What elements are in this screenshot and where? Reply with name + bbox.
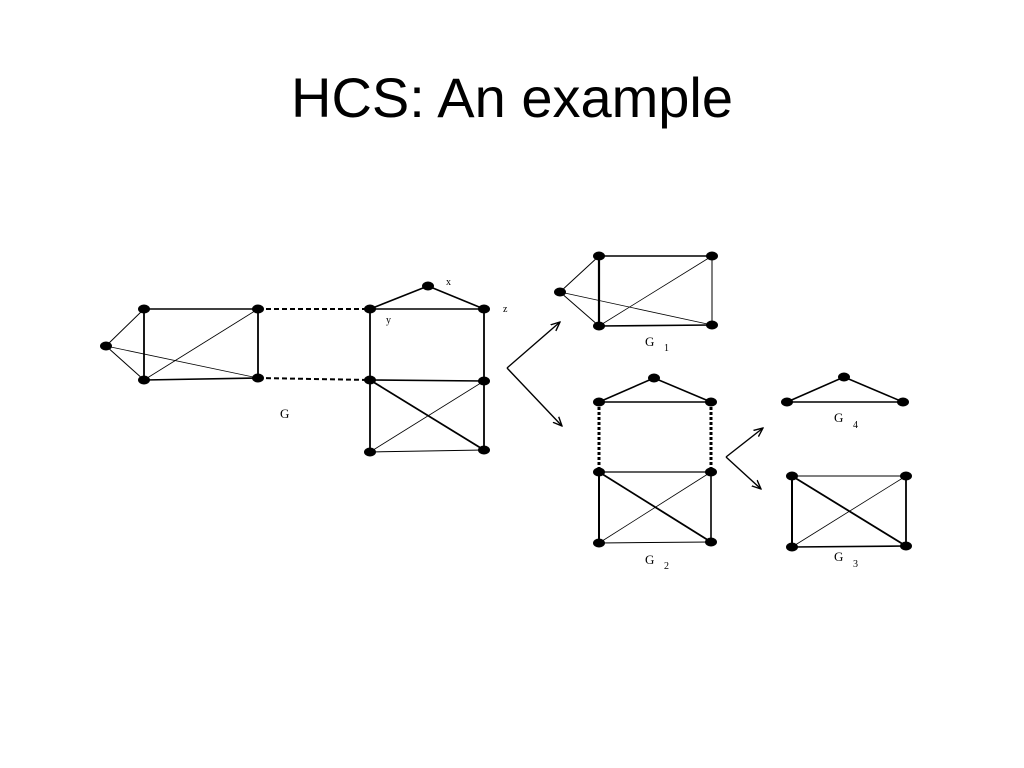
slide-title: HCS: An example (291, 66, 733, 129)
graph-g4: G 4 (781, 372, 909, 431)
edge (598, 471, 712, 544)
node (593, 251, 605, 261)
node (705, 537, 717, 547)
node (252, 304, 264, 314)
node (593, 538, 605, 548)
edge (598, 255, 713, 327)
label-x: x (446, 277, 451, 288)
edge (559, 291, 713, 326)
edge (598, 471, 712, 543)
label-g2-sub: 2 (664, 561, 669, 572)
label-g3: G (834, 549, 843, 564)
node-z (478, 304, 490, 314)
node (364, 447, 376, 457)
node (897, 397, 909, 407)
edge (427, 285, 485, 310)
node (705, 467, 717, 477)
edge (791, 545, 907, 548)
edge (369, 449, 485, 453)
edge (143, 308, 259, 381)
node (100, 341, 112, 351)
arrow-to-g2 (506, 367, 562, 426)
graph-g: x y z G (100, 277, 508, 457)
node (364, 375, 376, 385)
arrow-to-g4 (725, 428, 763, 458)
edge (105, 345, 259, 379)
node (593, 467, 605, 477)
edge (369, 285, 429, 310)
node (138, 304, 150, 314)
edge (791, 475, 907, 548)
label-z: z (503, 304, 508, 315)
arrow-to-g1 (506, 322, 560, 369)
edge (143, 377, 259, 381)
label-g4-sub: 4 (853, 420, 858, 431)
label-g1: G (645, 334, 654, 349)
edge (105, 345, 145, 381)
label-g1-sub: 1 (664, 343, 669, 354)
node-x (422, 281, 434, 291)
label-y: y (386, 315, 391, 326)
node (706, 320, 718, 330)
node (900, 541, 912, 551)
graph-g2: G 2 (593, 373, 717, 572)
node (364, 304, 376, 314)
edge (598, 324, 713, 327)
edge (598, 377, 655, 403)
graph-g3: G 3 (786, 471, 912, 570)
edge (369, 379, 485, 382)
node (648, 373, 660, 383)
cut-edge (257, 377, 371, 381)
edge (786, 376, 845, 403)
edge (369, 379, 485, 451)
arrow-to-g3 (725, 456, 761, 489)
node (478, 445, 490, 455)
label-g3-sub: 3 (853, 559, 858, 570)
node (781, 397, 793, 407)
edge (791, 475, 907, 547)
node (593, 321, 605, 331)
split-arrows-1 (506, 322, 562, 426)
node (900, 471, 912, 481)
node (138, 375, 150, 385)
edge (559, 291, 600, 327)
node (554, 287, 566, 297)
node (478, 376, 490, 386)
graph-g1: G 1 (554, 251, 718, 354)
edge (653, 377, 712, 403)
node (705, 397, 717, 407)
node (593, 397, 605, 407)
label-g2: G (645, 552, 654, 567)
node (838, 372, 850, 382)
label-g: G (280, 406, 289, 421)
node (252, 373, 264, 383)
split-arrows-2 (725, 428, 763, 489)
node (786, 542, 798, 552)
edge (598, 541, 712, 544)
edge (105, 308, 145, 347)
edge (369, 380, 485, 453)
edge (843, 376, 904, 403)
node (706, 251, 718, 261)
label-g4: G (834, 410, 843, 425)
edge (559, 255, 600, 293)
node (786, 471, 798, 481)
